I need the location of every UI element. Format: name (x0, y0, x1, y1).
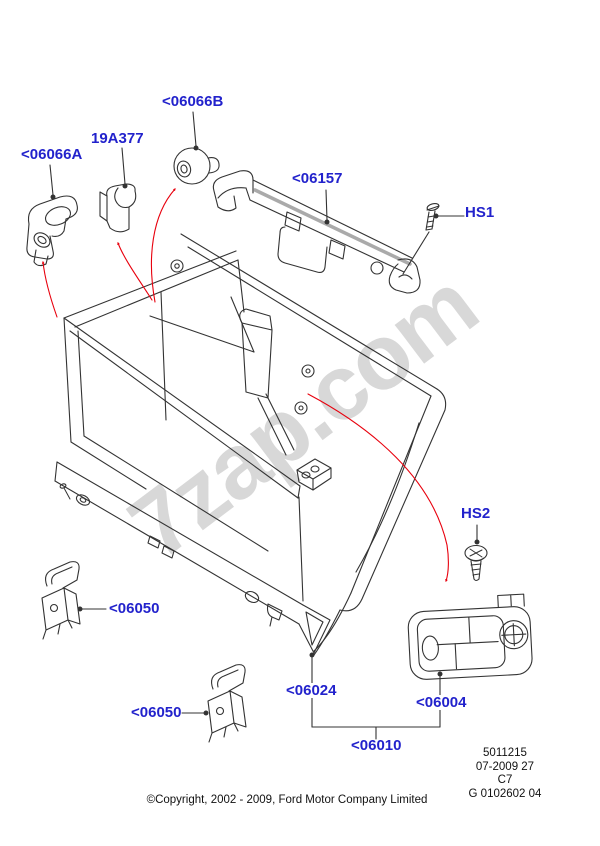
reference-block: 5011215 07-2009 27 C7 G 0102602 04 (440, 747, 570, 801)
clip-06066a (26, 195, 78, 267)
label-06004[interactable]: <06004 (414, 694, 469, 711)
stud-06066b (173, 147, 220, 185)
bracket-06157 (212, 170, 421, 294)
glovebox-bin (63, 250, 304, 602)
red-arrows (41, 188, 449, 583)
clip-06050-upper (41, 561, 81, 640)
clip-06050-lower (207, 664, 247, 743)
label-06066b[interactable]: <06066B (162, 93, 224, 110)
latch-06004 (407, 593, 533, 680)
reference-line: 07-2009 27 (475, 760, 535, 773)
glovebox-door (54, 233, 447, 656)
arrow-06066a (41, 260, 58, 318)
label-06010[interactable]: <06010 (351, 737, 402, 754)
screw-hs2-icon (464, 544, 488, 582)
label-06050-upper[interactable]: <06050 (109, 600, 160, 617)
label-06066a[interactable]: <06066A (21, 146, 83, 163)
arrow-06004 (307, 393, 449, 583)
callout-dots (50, 145, 480, 716)
clip-19a377 (99, 183, 137, 233)
label-hs2[interactable]: HS2 (461, 505, 491, 522)
label-06024[interactable]: <06024 (284, 682, 339, 699)
arrow-06066b (150, 188, 176, 303)
leader-lines (49, 111, 478, 740)
label-06050-lower[interactable]: <06050 (131, 704, 182, 721)
reference-line: C7 (497, 774, 513, 786)
reference-line: 5011215 (483, 747, 527, 759)
label-hs1[interactable]: HS1 (465, 204, 495, 221)
reference-line: G 0102602 04 (468, 787, 542, 800)
label-06157[interactable]: <06157 (292, 170, 343, 187)
arrow-19a377 (117, 241, 153, 301)
copyright-text: ©Copyright, 2002 - 2009, Ford Motor Comp… (146, 794, 428, 806)
label-19a377[interactable]: 19A377 (91, 130, 144, 147)
